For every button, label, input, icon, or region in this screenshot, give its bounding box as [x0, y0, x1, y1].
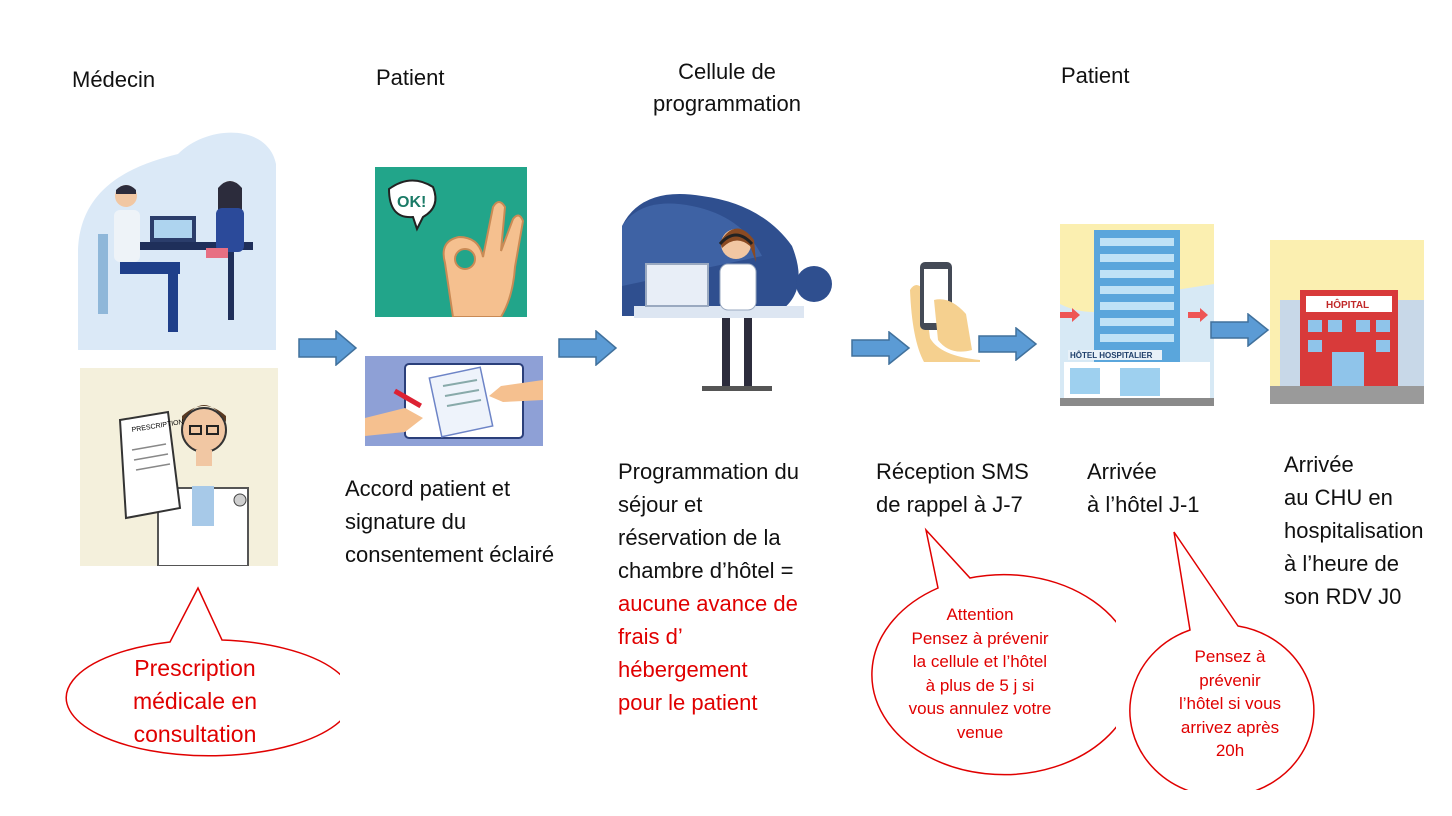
- header-cellule-programmation: Cellule de programmation: [638, 56, 816, 120]
- step-text-line: réservation de la: [618, 525, 781, 550]
- bubble-text-line: Pensez à: [1194, 647, 1266, 666]
- step-text-line: consentement éclairé: [345, 542, 555, 567]
- header-patient-1: Patient: [376, 65, 445, 90]
- step-text-line: au CHU en: [1284, 485, 1393, 510]
- bubble-hotel-warning-text: Pensez à prévenir l’hôtel si vous arrive…: [1150, 645, 1310, 763]
- bubble-prescription-text: Prescription médicale en consultation: [70, 652, 320, 751]
- hospital-building-illustration: HÔPITAL: [1270, 240, 1424, 404]
- bubble-text-line: 20h: [1215, 741, 1245, 760]
- hotel-sign-text: HÔTEL HOSPITALIER: [1070, 351, 1153, 360]
- arrow-right-icon: [298, 330, 358, 366]
- arrow-right-icon: [1210, 313, 1270, 347]
- step-text-line-highlight: pour le patient: [618, 690, 758, 715]
- bubble-text-line: arrivez après: [1180, 717, 1280, 737]
- arrow-right-icon: [978, 327, 1038, 361]
- step-text-line: à l’hôtel J-1: [1087, 492, 1200, 517]
- hospital-sign-text: HÔPITAL: [1326, 298, 1369, 311]
- step-accord-patient: Accord patient et signature du consentem…: [345, 472, 595, 571]
- doctor-prescription-illustration: PRESCRIPTION: [80, 368, 278, 566]
- step-text-line: de rappel à J-7: [876, 492, 1023, 517]
- step-text-line: Accord patient et: [345, 476, 511, 501]
- step-text-line: Programmation du: [618, 459, 799, 484]
- bubble-attention-text: Attention Pensez à prévenir la cellule e…: [880, 603, 1080, 744]
- speech-bubble-attention: [871, 527, 1116, 776]
- header-medecin: Médecin: [72, 67, 156, 92]
- call-center-operator-illustration: [622, 186, 834, 400]
- step-text-line: Arrivée: [1284, 452, 1354, 477]
- arrow-right-icon: [558, 330, 618, 366]
- step-programmation: Programmation du séjour et réservation d…: [618, 455, 848, 719]
- bubble-text-line: Pensez à prévenir: [911, 628, 1049, 648]
- signing-consent-illustration: [365, 356, 543, 446]
- speech-bubble-prescription: [65, 586, 340, 757]
- ok-text: OK!: [397, 194, 426, 211]
- bubble-text-line: prévenir: [1199, 670, 1261, 690]
- header-cellule-line: Cellule de: [678, 59, 776, 84]
- step-text-line: hospitalisation: [1284, 518, 1424, 543]
- arrow-right-icon: [851, 331, 911, 365]
- hotel-building-illustration: HÔTEL HOSPITALIER: [1060, 224, 1214, 406]
- doctor-consultation-illustration: [78, 124, 276, 350]
- step-text-line-highlight: aucune avance de: [618, 591, 798, 616]
- step-text-line: Réception SMS: [876, 459, 1029, 484]
- bubble-text-line: Prescription: [134, 655, 256, 681]
- step-arrivee-chu: Arrivée au CHU en hospitalisation à l’he…: [1284, 448, 1450, 613]
- step-reception-sms: Réception SMS de rappel à J-7: [876, 455, 1066, 521]
- bubble-text-line: consultation: [133, 721, 257, 747]
- bubble-text-line: Attention: [946, 605, 1014, 624]
- ok-hand-illustration: OK!: [375, 167, 527, 317]
- step-text-line: Arrivée: [1087, 459, 1157, 484]
- step-text-line: signature du: [345, 509, 467, 534]
- step-text-line: séjour et: [618, 492, 703, 517]
- step-text-line: chambre d’hôtel =: [618, 558, 794, 583]
- bubble-text-line: vous annulez votre: [908, 699, 1052, 718]
- bubble-text-line: à plus de 5 j si: [925, 675, 1035, 695]
- step-text-line: son RDV J0: [1284, 584, 1402, 609]
- step-text-line-highlight: frais d’: [618, 624, 683, 649]
- bubble-text-line: la cellule et l’hôtel: [912, 652, 1048, 671]
- speech-bubble-hotel-warning: [1129, 531, 1315, 790]
- step-arrivee-hotel: Arrivée à l’hôtel J-1: [1087, 455, 1247, 521]
- step-text-line-highlight: hébergement: [618, 657, 748, 682]
- bubble-text-line: l’hôtel si vous: [1178, 694, 1282, 713]
- step-text-line: à l’heure de: [1284, 551, 1399, 576]
- header-cellule-line: programmation: [653, 91, 801, 116]
- smartphone-sms-icon: [910, 260, 980, 362]
- bubble-text-line: médicale en: [132, 688, 258, 714]
- bubble-text-line: venue: [956, 722, 1004, 742]
- header-patient-2: Patient: [1061, 63, 1130, 88]
